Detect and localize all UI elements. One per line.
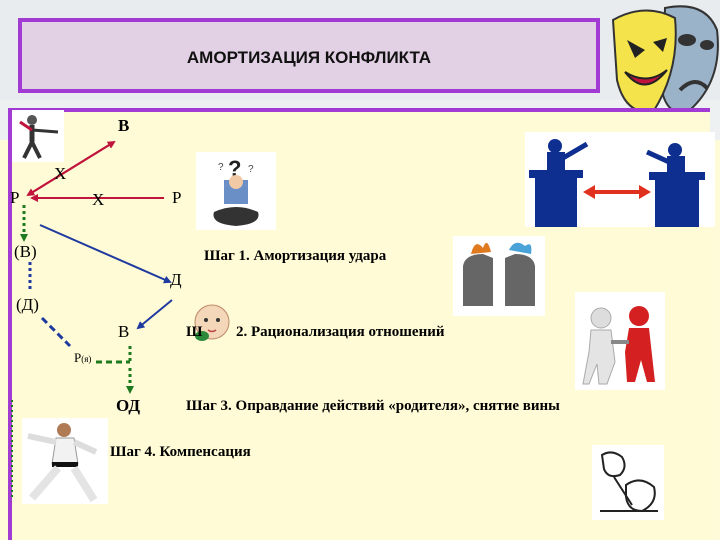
label-d-paren: (Д) bbox=[16, 295, 39, 314]
title-box: АМОРТИЗАЦИЯ КОНФЛИКТА bbox=[18, 18, 600, 93]
karate-fighter-icon bbox=[22, 418, 108, 504]
heads-fire-water-icon bbox=[453, 236, 545, 316]
handshake-icon bbox=[575, 292, 665, 390]
fencer-icon bbox=[12, 110, 64, 162]
label-od: ОД bbox=[116, 396, 141, 415]
step-4: Шаг 4. Компенсация bbox=[110, 444, 251, 460]
svg-text:?: ? bbox=[228, 156, 241, 181]
label-v-paren: (В) bbox=[14, 242, 37, 261]
label-r-left: Р bbox=[10, 188, 20, 207]
step-1: Шаг 1. Амортизация удара bbox=[204, 248, 387, 264]
confused-thinker-icon: ? ? ? bbox=[196, 152, 276, 230]
step-2-prefix: Ш bbox=[186, 324, 203, 340]
comic-sketch-icon bbox=[592, 445, 664, 520]
dashed-d-paren-to-r-ya bbox=[40, 316, 72, 348]
arrow-v-top-to-p bbox=[26, 141, 115, 197]
debate-podiums-icon bbox=[525, 132, 715, 227]
arrow-d-to-v-center bbox=[136, 299, 173, 330]
theatre-masks-icon bbox=[611, 5, 719, 114]
svg-text:?: ? bbox=[218, 162, 224, 173]
page-title: АМОРТИЗАЦИЯ КОНФЛИКТА bbox=[186, 48, 432, 67]
label-v-top: В bbox=[118, 116, 130, 135]
label-r-right: Р bbox=[172, 188, 182, 207]
step-3: Шаг 3. Оправдание действий «родителя», с… bbox=[186, 398, 560, 414]
label-d-mid: Д bbox=[170, 270, 182, 289]
step-2: 2. Рационализация отношений bbox=[236, 324, 445, 340]
label-r-ya: Р(я) bbox=[74, 350, 92, 365]
baby-icon bbox=[194, 304, 230, 341]
label-x-upper: Х bbox=[54, 164, 67, 183]
arrow-v-paren-to-d bbox=[39, 224, 172, 284]
label-v-center: В bbox=[118, 322, 130, 341]
svg-text:?: ? bbox=[248, 164, 254, 175]
label-x-mid: Х bbox=[92, 190, 105, 209]
